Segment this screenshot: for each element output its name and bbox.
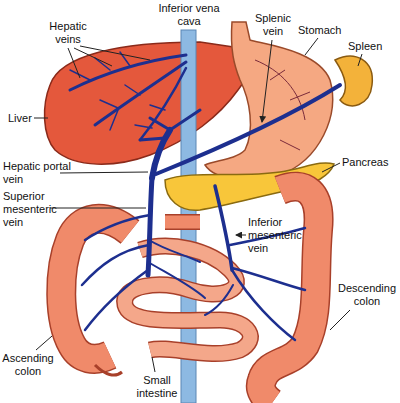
organ-label: Stomach bbox=[298, 24, 348, 37]
organ-label: Pancreas bbox=[342, 156, 398, 169]
organ-label: Superior mesenteric vein bbox=[3, 190, 65, 229]
organ-label: Spleen bbox=[348, 40, 392, 53]
organ-label: Hepatic portal vein bbox=[3, 160, 73, 186]
organ-label: Small intestine bbox=[130, 374, 184, 400]
organ-label: Hepatic veins bbox=[42, 20, 94, 46]
organ-label: Ascending colon bbox=[0, 352, 56, 378]
organ-label: Inferior vena cava bbox=[158, 2, 220, 28]
organ-label: Inferior mesenteric vein bbox=[248, 216, 308, 255]
organ-label: Splenic vein bbox=[250, 12, 296, 38]
organ-label: Descending colon bbox=[336, 282, 398, 308]
organ-label: Liver bbox=[8, 112, 38, 125]
